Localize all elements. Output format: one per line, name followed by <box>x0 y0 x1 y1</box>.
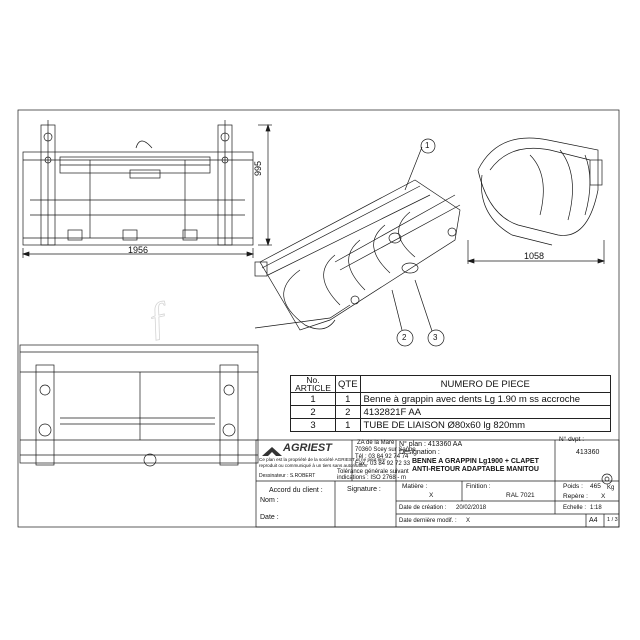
brand-name: AGRIEST <box>283 442 332 454</box>
bom-cell-qte: 1 <box>335 418 361 432</box>
bom-cell-desc: TUBE DE LIAISON Ø80x60 lg 820mm <box>359 418 612 432</box>
table-row: 2 2 4132821F AA <box>290 405 612 419</box>
creation-label: Date de création : <box>399 505 447 511</box>
bom-cell-qte: 1 <box>335 392 361 406</box>
matiere-value: X <box>429 492 434 499</box>
bom-cell-qte: 2 <box>335 405 361 419</box>
address-line-1: ZA de la Mare <box>357 440 395 446</box>
bom-header-no: No. ARTICLE <box>290 375 336 393</box>
callout-2-circle <box>396 329 414 347</box>
finition-label: Finition : <box>466 483 491 490</box>
top-view <box>19 344 259 467</box>
bom-table: No. ARTICLE QTE NUMERO DE PIECE 1 1 Benn… <box>290 375 612 432</box>
nom-label: Nom : <box>260 497 279 504</box>
callout-3-circle <box>427 329 445 347</box>
bom-cell-desc: Benne à grappin avec dents Lg 1.90 m ss … <box>359 392 612 406</box>
tolerance-line-1: Tolérance générale suivant <box>337 469 409 475</box>
np-dvpt-label: N° dvpt : <box>559 436 584 443</box>
poids-unit: Kg <box>607 485 615 491</box>
copyright-line-2: reproduit ou communiqué à un tiers sans … <box>259 463 368 468</box>
address-line-2: 70360 Scey sur Saône <box>355 447 416 453</box>
signature-label: Signature : <box>347 486 381 493</box>
callout-3: 3 <box>433 333 438 342</box>
matiere-label: Matière : <box>402 483 428 490</box>
address-tel: Tél : 03 84 92 74 74 <box>355 454 409 460</box>
dim-side-depth: 1058 <box>524 251 545 261</box>
np-dvpt-value: 413360 <box>576 449 600 456</box>
designation-line-1: BENNE A GRAPPIN Lg1900 + CLAPET <box>412 458 539 465</box>
tolerance-line-2: indications : ISO 2768 - m <box>337 475 407 481</box>
modif-value: X <box>466 518 471 524</box>
bom-header-numero: NUMERO DE PIECE <box>359 375 612 393</box>
dim-front-width: 1956 <box>128 245 149 255</box>
echelle-label: Echelle : <box>563 505 587 511</box>
address-fax: Fax : 03 84 92 72 33 <box>355 461 411 467</box>
bom-cell-no: 2 <box>290 405 336 419</box>
callout-1: 1 <box>425 141 430 150</box>
creation-value: 20/02/2018 <box>456 505 487 511</box>
designation-line-2: ANTI-RETOUR ADAPTABLE MANITOU <box>412 466 539 473</box>
dim-front-height: 995 <box>253 160 263 176</box>
table-row: 1 1 Benne à grappin avec dents Lg 1.90 m… <box>290 392 612 406</box>
side-view <box>466 137 606 264</box>
agriest-logo-icon <box>262 443 282 456</box>
title-block-grid <box>255 439 620 528</box>
echelle-value: 1:18 <box>590 505 602 511</box>
finition-value: RAL 7021 <box>506 492 535 499</box>
table-row: 3 1 TUBE DE LIAISON Ø80x60 lg 820mm <box>290 418 612 432</box>
isometric-view <box>254 138 461 347</box>
watermark-scribble: ƒ <box>141 290 174 345</box>
bom-cell-no: 1 <box>290 392 336 406</box>
np-plan: N° plan : 413360 AA <box>399 441 463 448</box>
poids-value: 465 <box>590 483 601 490</box>
modif-label: Date dernière modif. : <box>399 518 457 524</box>
bom-header-qte: QTE <box>335 375 361 393</box>
callout-1-circle <box>420 138 436 154</box>
bom-cell-desc: 4132821F AA <box>359 405 612 419</box>
designation-label: Désignation : <box>399 449 440 456</box>
repere-value: X <box>601 493 606 500</box>
bom-header-row: No. ARTICLE QTE NUMERO DE PIECE <box>290 375 612 393</box>
callout-2: 2 <box>402 333 407 342</box>
copyright-line-1: Ce plan est la propriété de la société A… <box>259 457 386 462</box>
dessinateur: Dessinateur : S.ROBERT <box>259 473 316 479</box>
bom-cell-no: 3 <box>290 418 336 432</box>
accord-client-label: Accord du client : <box>269 487 323 494</box>
repere-label: Repère : <box>563 493 588 500</box>
poids-label: Poids : <box>563 483 583 490</box>
page-number: 1 / 3 <box>607 517 618 523</box>
format-label: A4 <box>589 517 598 524</box>
front-view <box>21 120 272 258</box>
date-label: Date : <box>260 514 279 521</box>
